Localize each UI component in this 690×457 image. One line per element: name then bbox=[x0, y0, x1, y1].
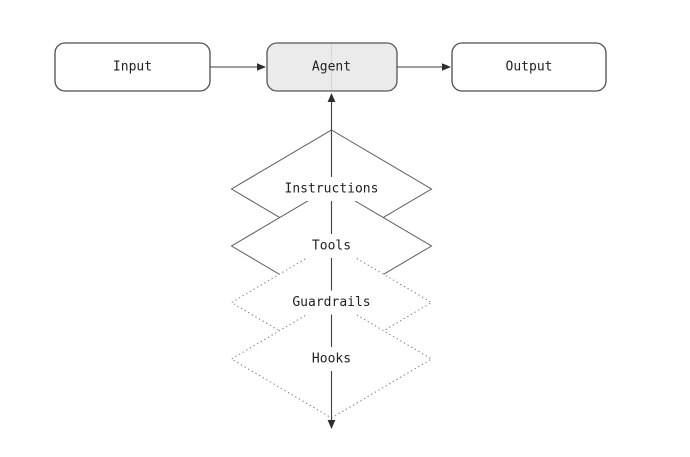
layer-label-guardrails: Guardrails bbox=[292, 295, 370, 310]
layer-label-hooks: Hooks bbox=[312, 352, 351, 367]
agent-node: Agent bbox=[266, 42, 398, 92]
arrow-agent-to-output bbox=[397, 63, 451, 71]
agent-node-label: Agent bbox=[312, 60, 351, 75]
output-node-label: Output bbox=[506, 60, 553, 75]
input-node-label: Input bbox=[113, 60, 152, 75]
output-node: Output bbox=[451, 42, 607, 92]
spine-down-arrow-icon bbox=[327, 420, 336, 429]
arrow-input-to-agent bbox=[210, 63, 266, 71]
input-node: Input bbox=[54, 42, 211, 92]
spine-up-arrow-icon bbox=[327, 93, 336, 102]
layer-labels: Instructions Tools Guardrails Hooks bbox=[281, 177, 382, 371]
layer-label-instructions: Instructions bbox=[285, 182, 379, 197]
layer-label-tools: Tools bbox=[312, 239, 351, 254]
